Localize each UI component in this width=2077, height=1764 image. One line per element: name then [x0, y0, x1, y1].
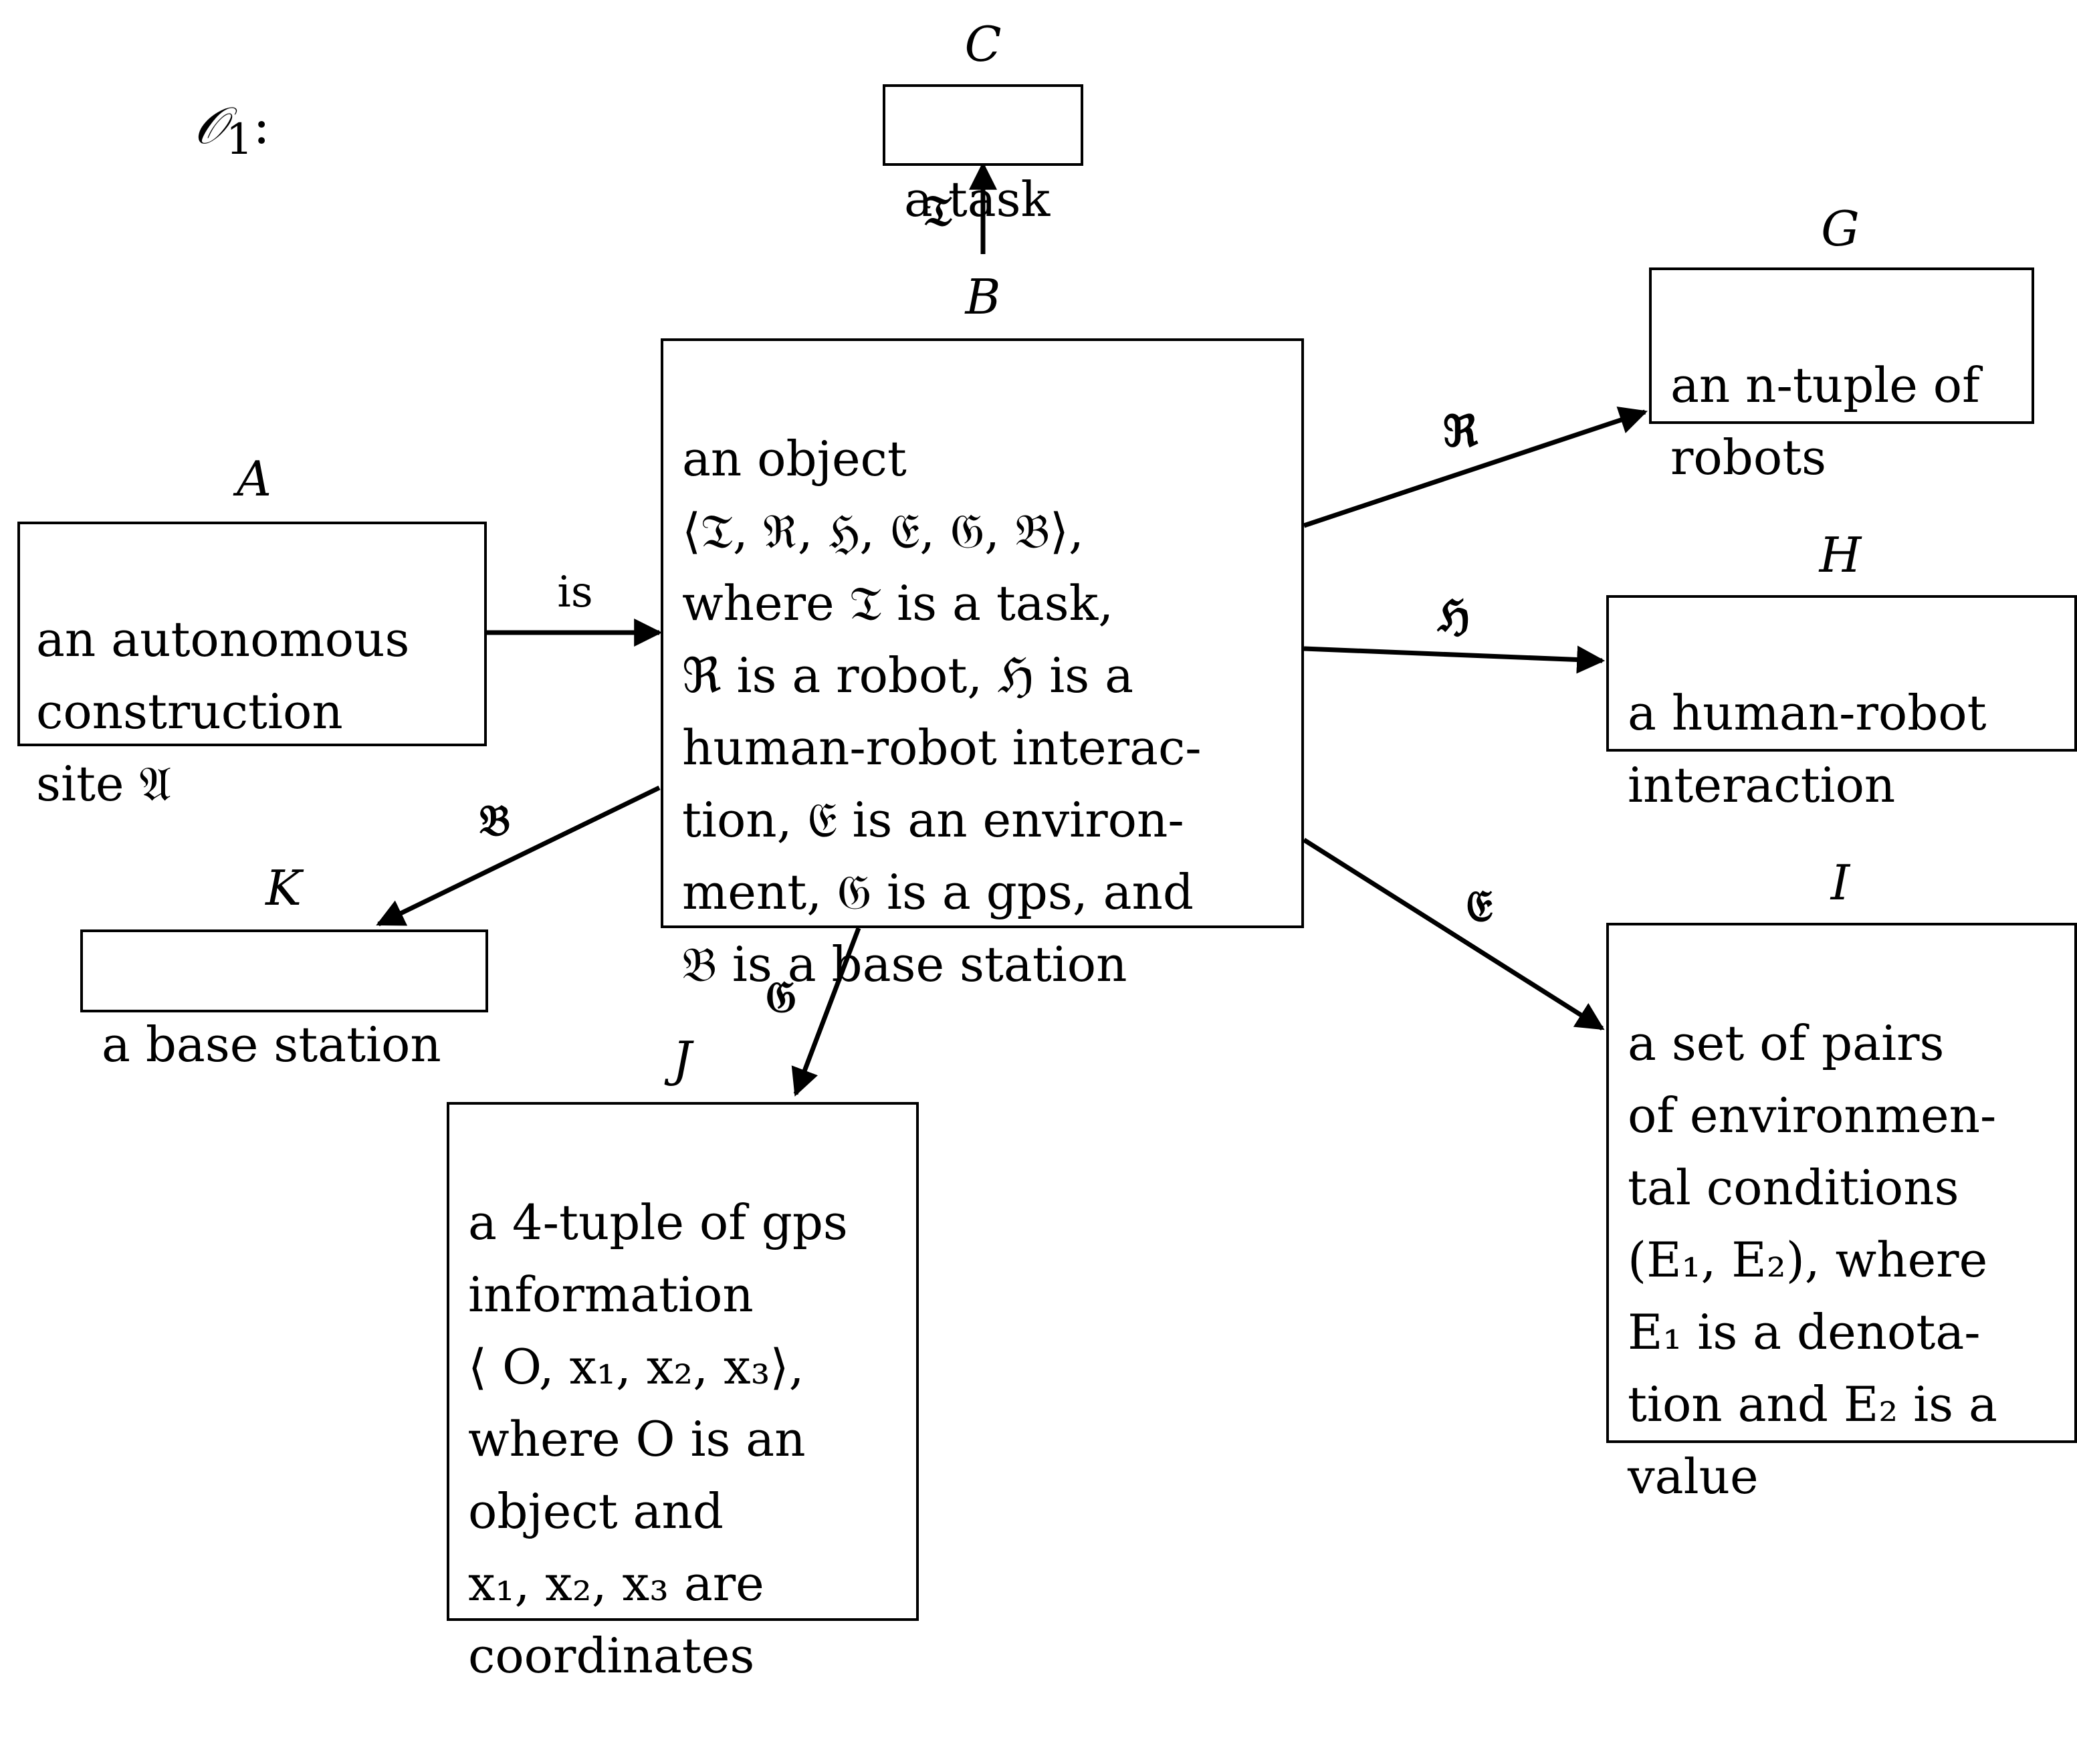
- node-g-text: an n-tuple of robots: [1670, 357, 1980, 485]
- edge-b-h-label: ℌ: [1437, 591, 1470, 641]
- edge-b-to-g: [1303, 407, 1648, 528]
- node-h-box: a human-robot interaction: [1606, 595, 2077, 813]
- title-symbol: 𝒪: [194, 96, 226, 155]
- node-i-label: I: [1830, 855, 1850, 911]
- node-k-box: a base station: [80, 929, 488, 1073]
- node-j-text: a 4-tuple of gps information ⟨ O, x₁, x₂…: [468, 1194, 848, 1684]
- node-g-box: an n-tuple of robots: [1649, 267, 2034, 485]
- edge-b-j-label: 𝔊: [766, 972, 796, 1022]
- node-c-label: C: [964, 16, 1002, 72]
- node-i-text: a set of pairs of environmen- tal condit…: [1628, 1015, 1997, 1505]
- node-k-label: K: [265, 860, 302, 916]
- node-c-text: a task: [904, 171, 1051, 227]
- edge-layer: [376, 161, 1648, 1097]
- edge-b-to-k: [376, 785, 661, 927]
- node-b-text: an object ⟨𝔗, ℜ, ℌ, 𝔈, 𝔊, 𝔅⟩, where 𝔗 is…: [682, 431, 1202, 992]
- node-h-text: a human-robot interaction: [1628, 685, 1987, 813]
- diagram-title: 𝒪1:: [194, 100, 270, 161]
- diagram-canvas: 𝒪1: A an autonomous construction site 𝔄 …: [17, 16, 2077, 1684]
- node-k-text: a base station: [102, 1016, 441, 1073]
- node-j-label: J: [672, 1031, 692, 1087]
- edge-b-g-label: ℜ: [1442, 407, 1479, 457]
- edge-b-i-label: 𝔈: [1466, 881, 1493, 931]
- title-subscript: 1: [225, 114, 253, 164]
- node-h-label: H: [1819, 527, 1862, 583]
- node-i-box: a set of pairs of environmen- tal condit…: [1606, 923, 2077, 1505]
- node-a-label: A: [237, 451, 271, 507]
- node-j-box: a 4-tuple of gps information ⟨ O, x₁, x₂…: [447, 1102, 919, 1684]
- node-g-label: G: [1821, 201, 1860, 257]
- edge-b-c-label: 𝔗: [923, 186, 952, 236]
- edge-b-to-j: [791, 927, 861, 1097]
- node-c-box: a task: [883, 84, 1083, 227]
- edge-a-b-label: is: [557, 568, 593, 617]
- node-b-box: an object ⟨𝔗, ℜ, ℌ, 𝔈, 𝔊, 𝔅⟩, where 𝔗 is…: [661, 338, 1304, 992]
- edge-b-to-i: [1303, 838, 1605, 1030]
- node-a-box: an autonomous construction site 𝔄: [17, 522, 487, 812]
- node-a-text: an autonomous construction site 𝔄: [36, 611, 410, 812]
- node-b-label: B: [965, 269, 1001, 325]
- edge-b-to-h: [1303, 645, 1606, 674]
- edge-b-k-label: 𝔅: [479, 796, 511, 846]
- title-suffix: :: [253, 96, 270, 155]
